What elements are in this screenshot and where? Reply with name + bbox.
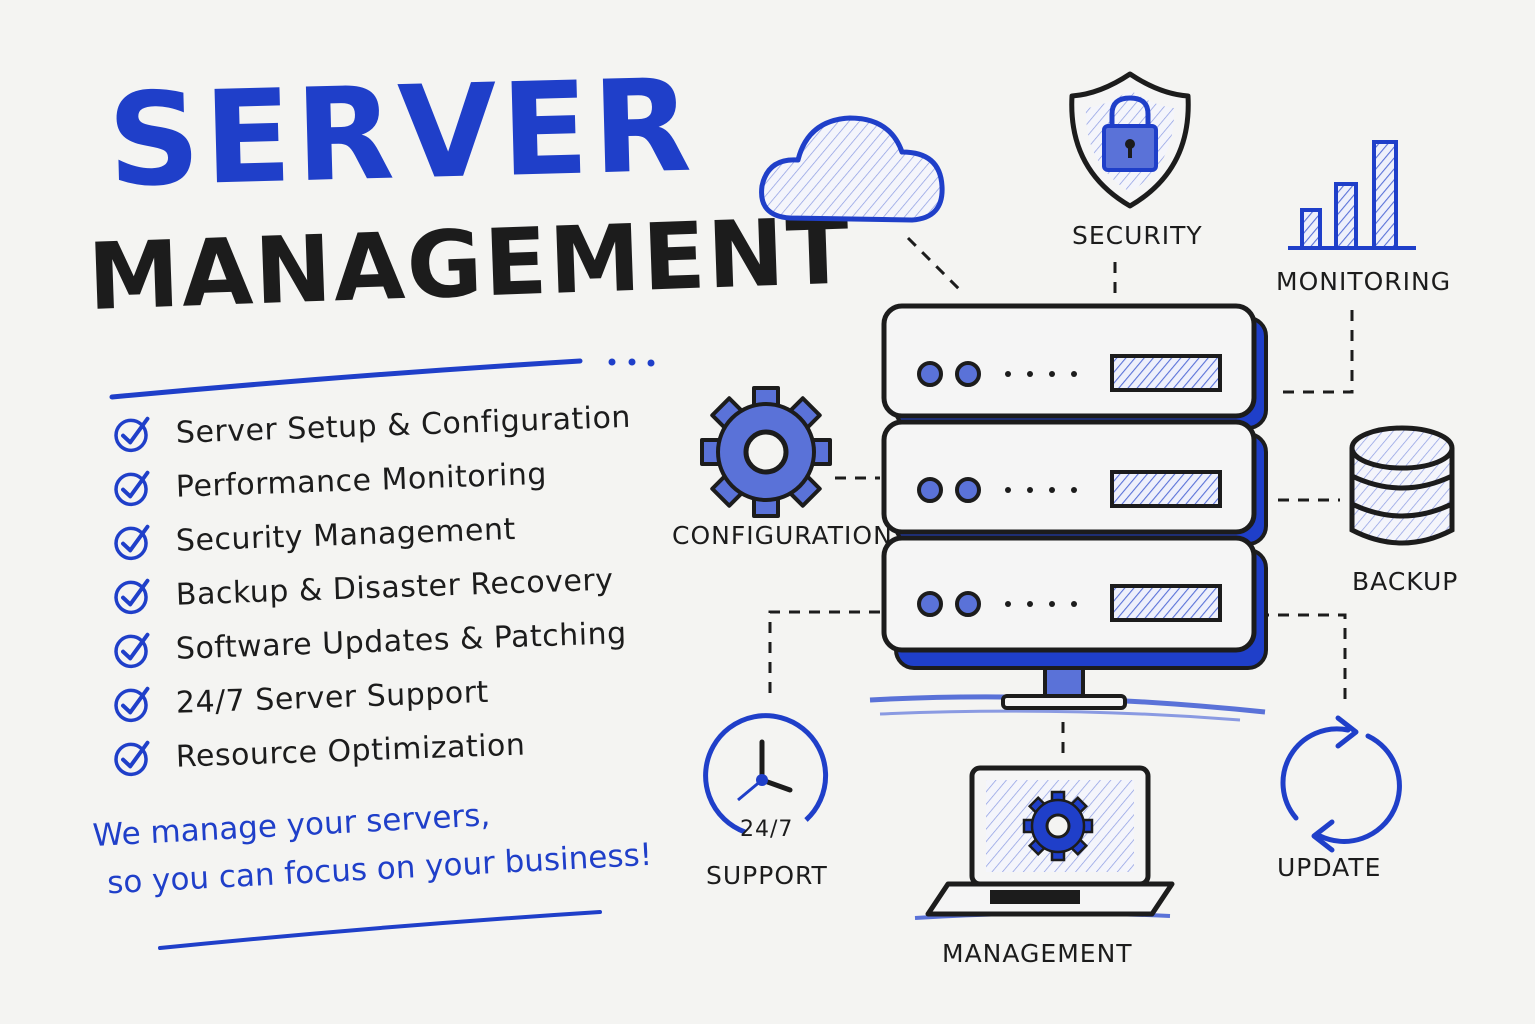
list-item: Software Updates & Patching [111,604,673,678]
server-rack-icon [869,303,1268,722]
list-item: Backup & Disaster Recovery [111,550,673,624]
server-unit [881,303,1268,430]
list-item: 24/7 Server Support [111,658,673,732]
label-configuration: CONFIGURATION [672,521,893,550]
server-unit [881,535,1268,670]
list-item: Performance Monitoring [111,442,673,516]
title-underline [109,358,655,400]
check-circle-icon [114,470,150,507]
check-circle-icon [114,686,150,723]
label-monitoring: MONITORING [1276,267,1451,296]
check-circle-icon [114,524,150,561]
feature-list: Server Setup & Configuration Performance… [111,399,673,786]
label-update: UPDATE [1277,853,1381,882]
label-backup: BACKUP [1352,567,1458,596]
check-circle-icon [114,416,150,453]
label-support: SUPPORT [706,861,828,890]
list-item: Security Management [111,496,673,570]
database-icon [1349,425,1455,546]
list-item: Server Setup & Configuration [111,388,673,462]
cloud-icon [759,115,945,223]
clock-icon [703,713,829,835]
label-clock-247: 24/7 [740,817,793,842]
refresh-icon [1280,715,1402,853]
check-circle-icon [114,632,150,669]
label-management: MANAGEMENT [942,939,1133,968]
bar-chart-icon [1288,140,1416,250]
server-unit [881,419,1268,546]
gear-icon [700,386,832,518]
tagline-underline [158,910,602,950]
check-circle-icon [114,740,150,777]
laptop-gear-icon [914,765,1175,920]
shield-lock-icon [1069,71,1191,209]
connector-lines [768,236,1354,762]
check-circle-icon [114,578,150,615]
list-item: Resource Optimization [111,712,673,786]
label-security: SECURITY [1072,221,1203,250]
